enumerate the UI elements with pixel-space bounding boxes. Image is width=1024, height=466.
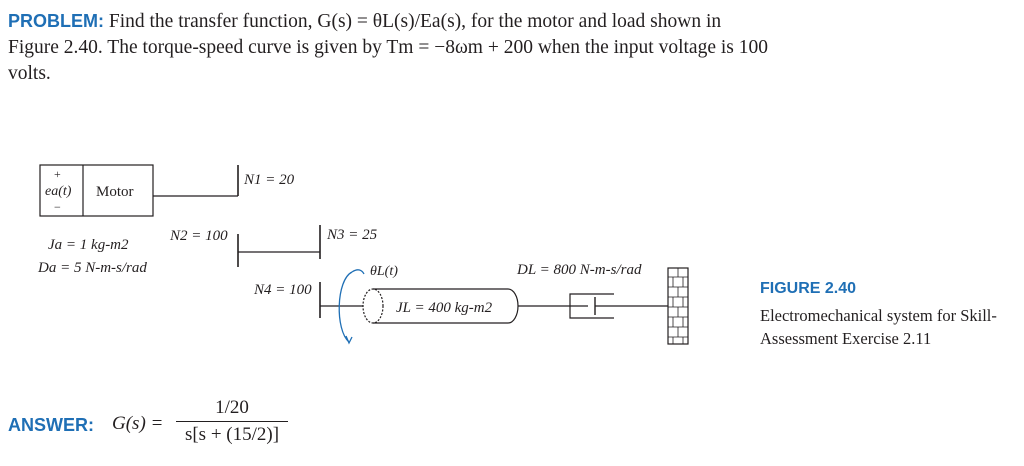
motor-inertia-label: Ja = 1 kg-m2: [48, 237, 129, 253]
motor-damping-label: Da = 5 N-m-s/rad: [37, 260, 147, 276]
figure-description: Electromechanical system for Skill-Asses…: [760, 306, 997, 348]
figure-caption: FIGURE 2.40 Electromechanical system for…: [760, 280, 1010, 350]
problem-label: PROBLEM:: [8, 11, 104, 31]
plus-sign: +: [54, 167, 61, 181]
load-inertia-label: JL = 400 kg-m2: [396, 300, 493, 316]
figure-label: FIGURE 2.40: [760, 280, 857, 297]
answer-label: ANSWER:: [8, 415, 94, 435]
rotation-arrow-tail: [351, 269, 365, 275]
problem-text: Find the transfer function, G(s) = θL(s)…: [8, 11, 768, 84]
load-damping-label: DL = 800 N-m-s/rad: [516, 262, 642, 278]
load-damper: [569, 293, 614, 319]
gear-n3-label: N3 = 25: [326, 227, 378, 243]
gear-n4-label: N4 = 100: [253, 282, 312, 298]
minus-sign: −: [54, 200, 61, 214]
problem-statement: PROBLEM: Find the transfer function, G(s…: [8, 8, 768, 87]
answer-numerator: 1/20: [176, 397, 288, 422]
motor-box: [39, 164, 154, 217]
rotation-arrow: [338, 271, 353, 343]
output-angle-label: θL(t): [370, 264, 398, 279]
gear-n2-label: N2 = 100: [169, 228, 228, 244]
motor-label: Motor: [96, 184, 134, 200]
rotation-arrow-head: [345, 335, 353, 345]
answer-denominator: s[s + (15/2)]: [184, 424, 280, 445]
answer-fraction: 1/20 s[s + (15/2)]: [176, 397, 288, 446]
ground-wall: [667, 267, 689, 345]
answer-lhs: G(s) =: [112, 413, 164, 434]
input-voltage-label: ea(t): [45, 184, 72, 199]
answer-block: ANSWER: G(s) = 1/20 s[s + (15/2)]: [8, 395, 328, 461]
load-cylinder-face: [362, 288, 384, 324]
gear-n1-label: N1 = 20: [243, 172, 295, 188]
